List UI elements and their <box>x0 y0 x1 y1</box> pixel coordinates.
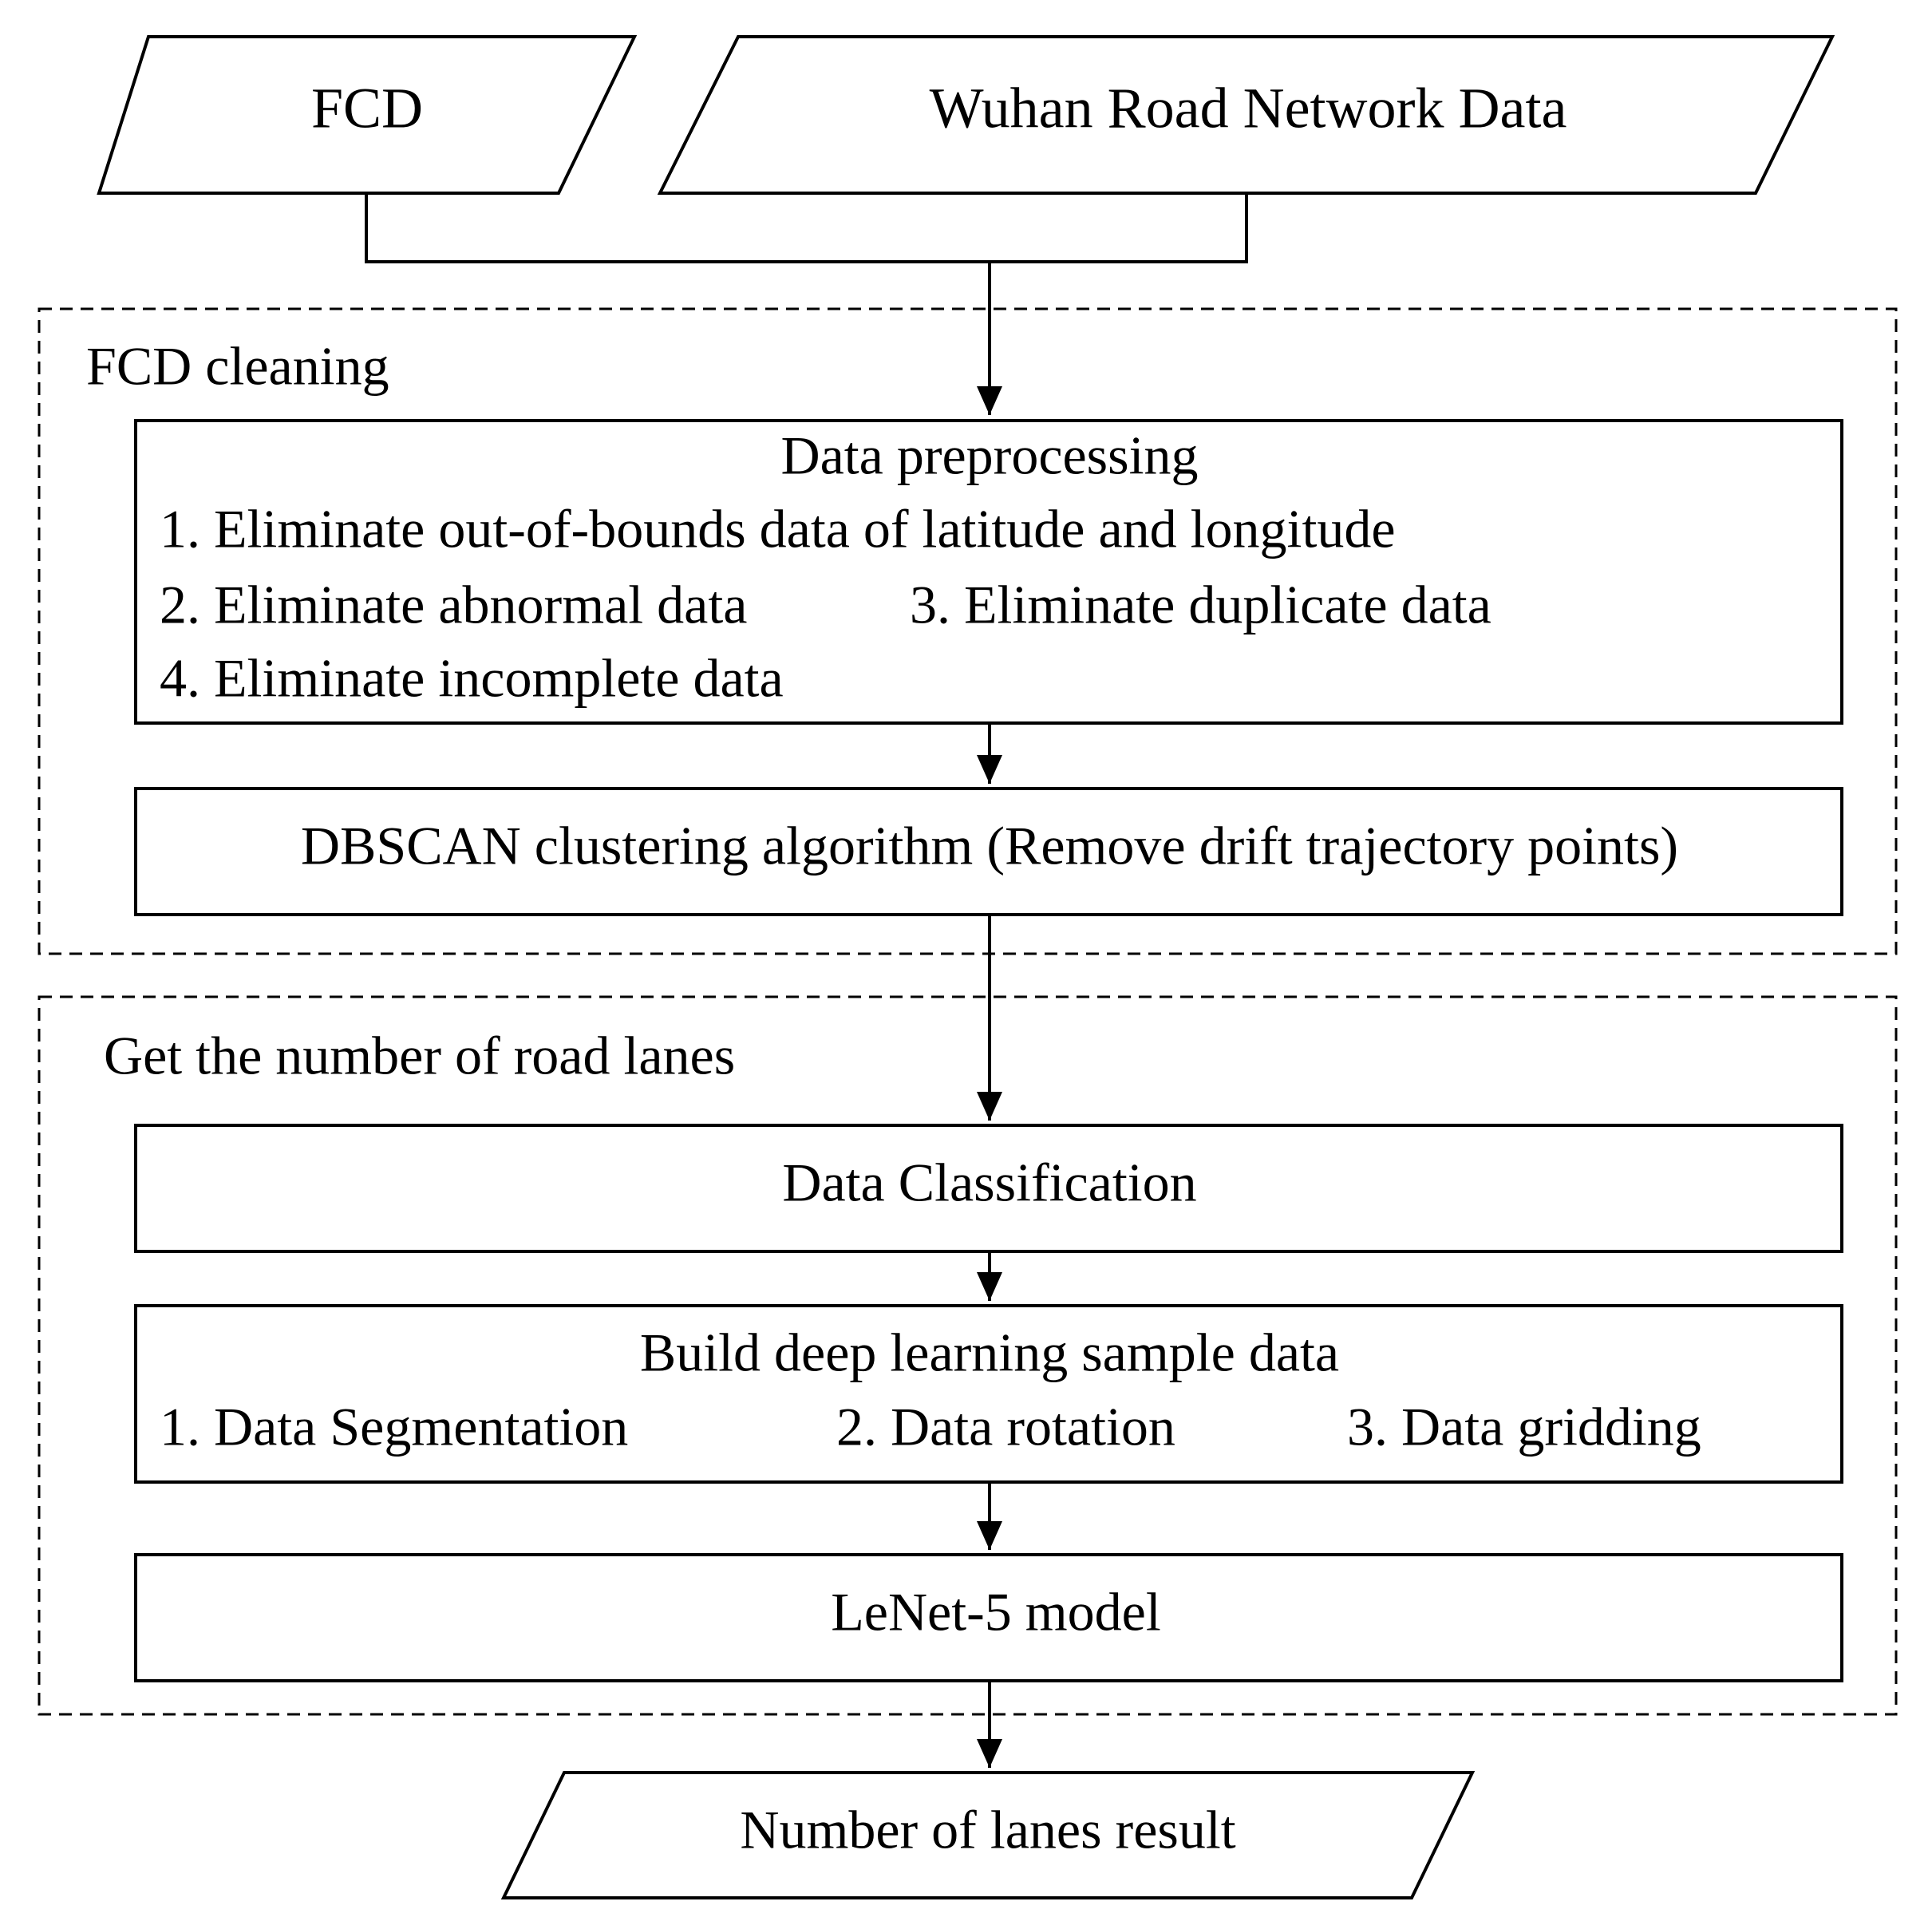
samples-title: Build deep learning sample data <box>640 1322 1339 1383</box>
road-network-input-label: Wuhan Road Network Data <box>930 77 1567 140</box>
result-output-label: Number of lanes result <box>740 1800 1235 1860</box>
model-label: LeNet-5 model <box>831 1582 1161 1642</box>
result-output-shape <box>500 1771 1476 1899</box>
preprocessing-step-1: 1. Eliminate out-of-bounds data of latit… <box>160 499 1396 559</box>
preprocessing-step-4: 4. Eliminate incomplete data <box>160 648 784 709</box>
classification-label: Data Classification <box>782 1152 1196 1213</box>
preprocessing-step-3: 3. Eliminate duplicate data <box>910 575 1491 635</box>
preprocessing-box <box>134 419 1843 725</box>
samples-step-1: 1. Data Segmentation <box>160 1397 628 1457</box>
fcd-cleaning-title: FCD cleaning <box>86 336 389 397</box>
dbscan-box <box>134 787 1843 916</box>
road-network-input-shape <box>657 35 1835 195</box>
classification-box <box>134 1124 1843 1253</box>
lanes-group-title: Get the number of road lanes <box>104 1026 735 1086</box>
fcd-input-shape <box>97 35 638 195</box>
samples-step-2: 2. Data rotation <box>836 1397 1175 1457</box>
dbscan-label: DBSCAN clustering algorithm (Remove drif… <box>301 816 1678 876</box>
inputs-merge-connector <box>365 193 1248 263</box>
samples-step-3: 3. Data gridding <box>1347 1397 1701 1457</box>
preprocessing-step-2: 2. Eliminate abnormal data <box>160 575 747 635</box>
fcd-cleaning-group <box>38 307 1898 955</box>
model-box <box>134 1553 1843 1682</box>
samples-box <box>134 1304 1843 1484</box>
fcd-input-label: FCD <box>311 77 423 140</box>
preprocessing-title: Data preprocessing <box>780 425 1198 486</box>
